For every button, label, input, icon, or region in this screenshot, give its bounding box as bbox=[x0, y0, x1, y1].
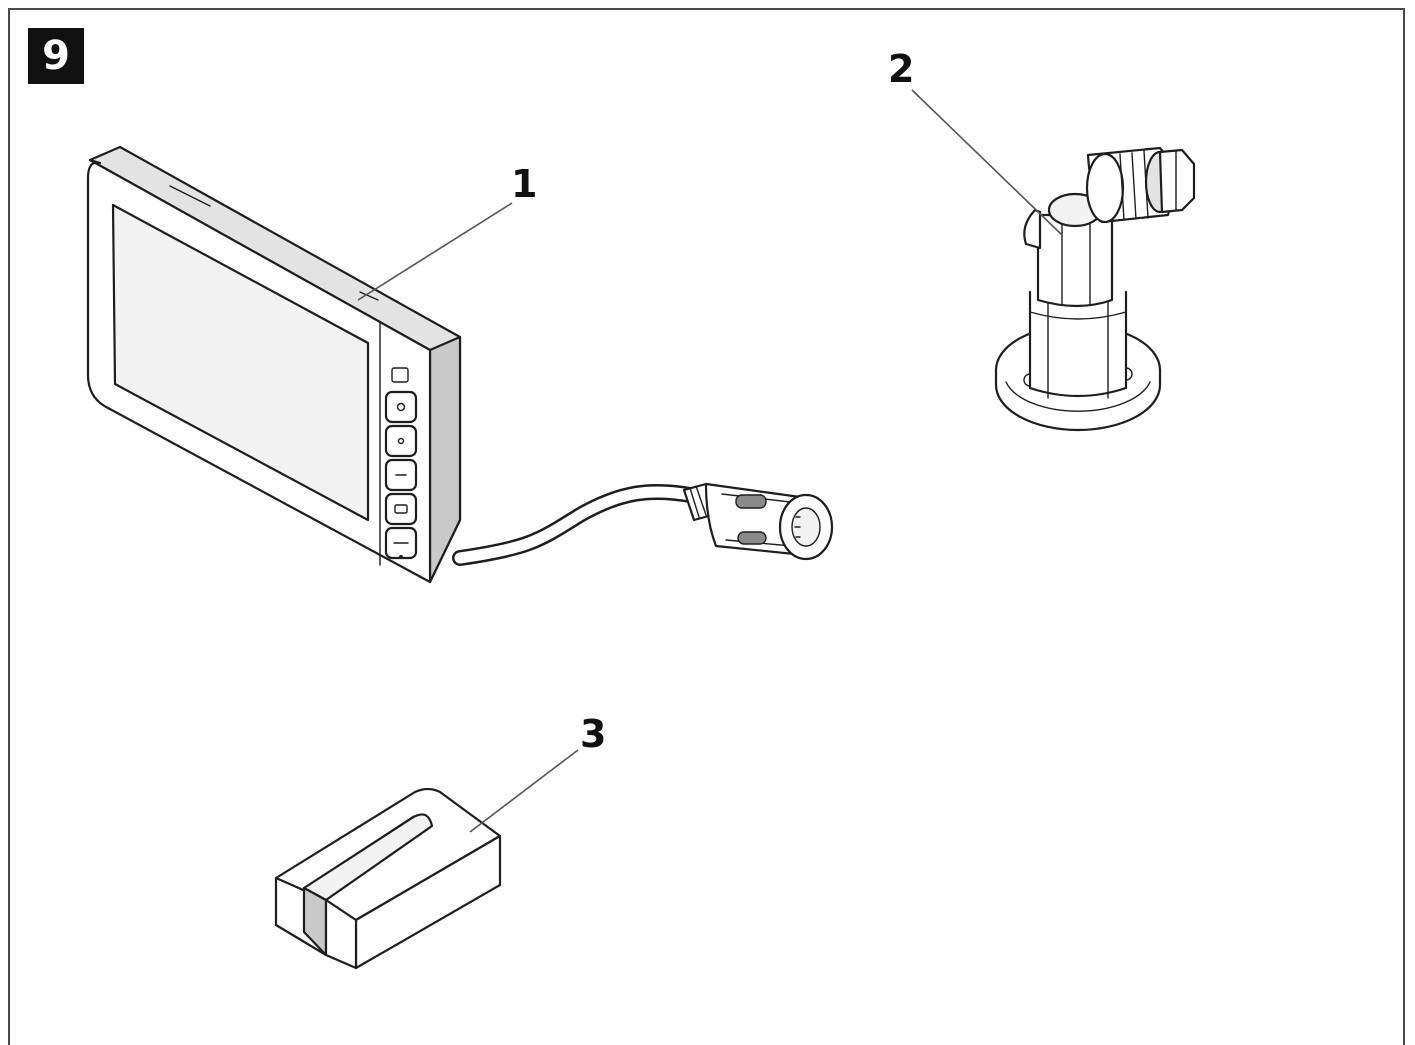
monitor-screen bbox=[111, 203, 370, 522]
monitor-button-4 bbox=[384, 492, 418, 526]
figure-frame bbox=[8, 8, 1405, 1045]
callout-label-3: 3 bbox=[580, 712, 607, 756]
monitor bbox=[86, 145, 834, 584]
slotted-foam-block bbox=[274, 749, 579, 970]
monitor-button-1 bbox=[384, 390, 418, 424]
monitor-button-2 bbox=[384, 424, 418, 458]
callout-label-2: 2 bbox=[888, 47, 915, 91]
suction-mount bbox=[911, 89, 1196, 432]
figure-number-badge: 9 bbox=[28, 28, 84, 84]
callout-label-1: 1 bbox=[511, 162, 538, 206]
